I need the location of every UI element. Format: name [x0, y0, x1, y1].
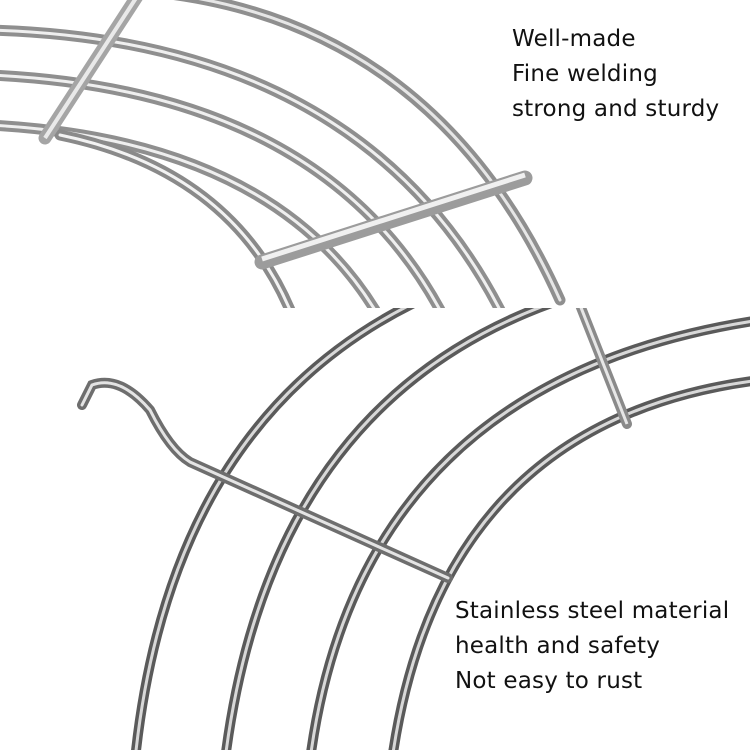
- caption-line: Not easy to rust: [455, 668, 643, 694]
- cross-bar-top-left: [38, 0, 143, 145]
- bottom-product-photo: [0, 308, 750, 750]
- wire-rack-bottom-illustration: [77, 308, 750, 750]
- feature-caption-bottom: Stainless steel material health and safe…: [455, 594, 729, 699]
- top-product-photo: Well-made Fine welding strong and sturdy: [0, 0, 750, 308]
- caption-line: Fine welding: [512, 61, 658, 87]
- support-bar-right: [575, 308, 632, 429]
- wire-rack-top-illustration: [0, 0, 566, 308]
- caption-line: health and safety: [455, 633, 661, 659]
- caption-line: Stainless steel material: [455, 598, 730, 624]
- feature-caption-top: Well-made Fine welding strong and sturdy: [512, 22, 719, 127]
- caption-line: Well-made: [512, 26, 636, 52]
- hooked-support-bar: [77, 377, 453, 583]
- cross-bar-welded: [254, 170, 533, 270]
- caption-line: strong and sturdy: [512, 96, 720, 122]
